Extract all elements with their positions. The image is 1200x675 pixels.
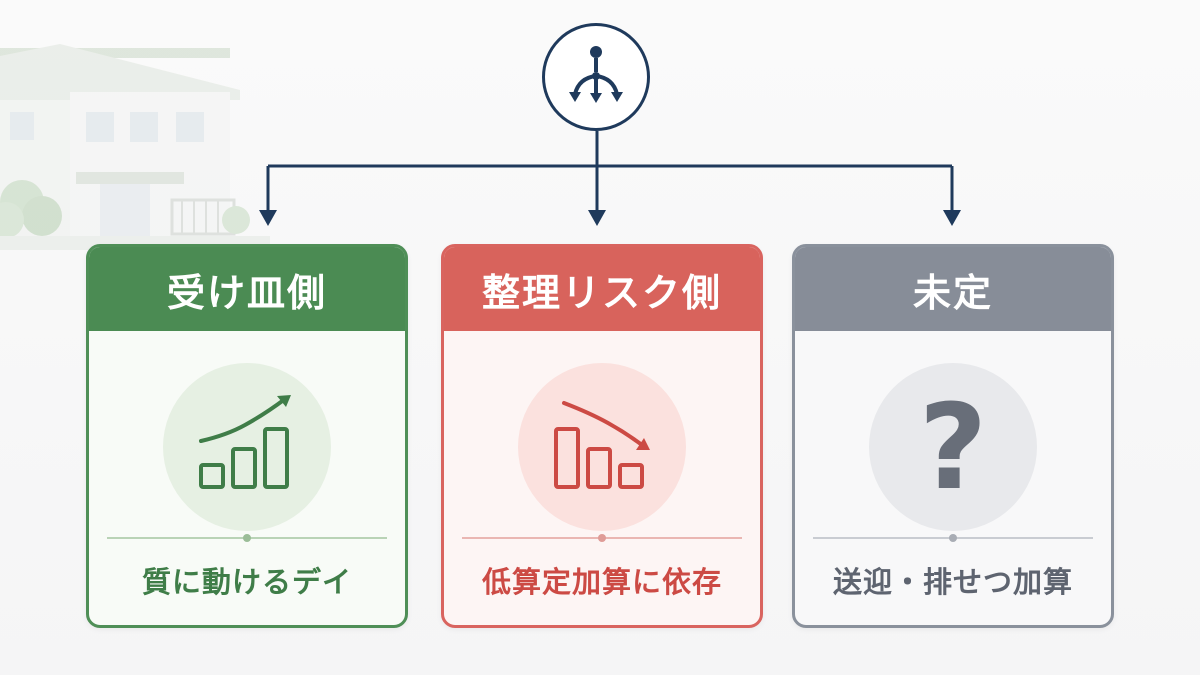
icon-badge: ? xyxy=(869,363,1037,531)
icon-badge xyxy=(518,363,686,531)
card-caption: 低算定加算に依存 xyxy=(481,565,722,599)
card-undecided: 未定 ? 送迎・排せつ加算 xyxy=(792,244,1114,628)
divider xyxy=(462,532,742,544)
divider xyxy=(107,532,387,544)
branch-split-icon xyxy=(569,46,623,103)
falling-bar-chart-icon xyxy=(554,401,650,489)
hub-node xyxy=(542,23,650,131)
card-title: 未定 xyxy=(795,247,1111,331)
icon-badge xyxy=(163,363,331,531)
card-risk-side: 整理リスク側 低算定加算に依存 xyxy=(441,244,763,628)
rising-bar-chart-icon xyxy=(199,395,291,489)
card-title: 受け皿側 xyxy=(89,247,405,331)
card-caption: 質に動けるデイ xyxy=(141,565,352,599)
divider xyxy=(813,532,1093,544)
question-mark-icon: ? xyxy=(918,378,988,516)
card-title: 整理リスク側 xyxy=(444,247,760,331)
building-illustration xyxy=(0,44,270,250)
card-caption: 送迎・排せつ加算 xyxy=(832,565,1073,599)
card-receiving-side: 受け皿側 質に動けるデイ xyxy=(86,244,408,628)
